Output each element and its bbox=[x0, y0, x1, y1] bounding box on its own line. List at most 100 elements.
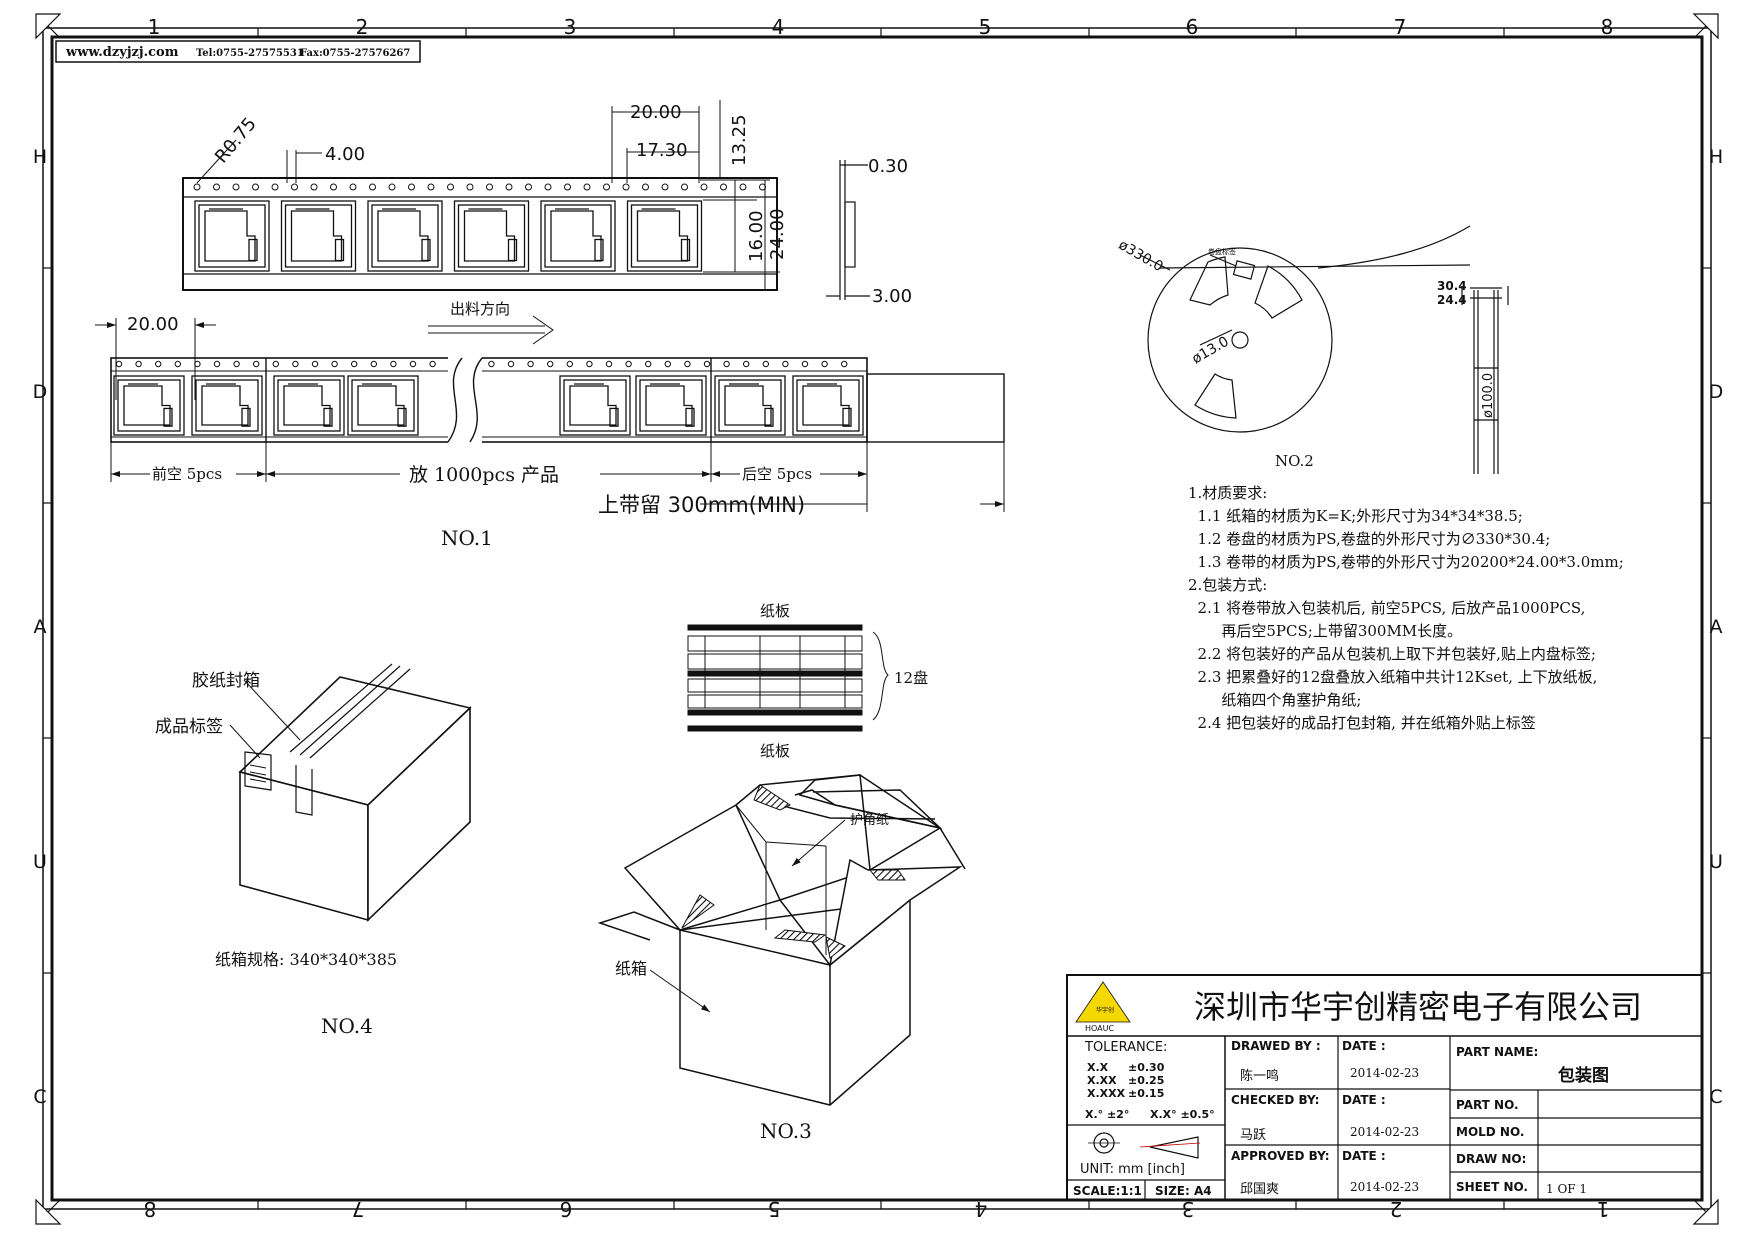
dim-4: 4.00 bbox=[325, 144, 365, 165]
company-logo: 华宇创 HOAUC bbox=[1075, 981, 1131, 1033]
part-name-value: 包装图 bbox=[1558, 1066, 1609, 1086]
col-label: 5 bbox=[979, 15, 992, 39]
note-line: 2.3 把累叠好的12盘叠放入纸箱中共计12Kset, 上下放纸板, bbox=[1188, 668, 1598, 686]
note-line: 1.1 纸箱的材质为K=K;外形尺寸为34*34*38.5; bbox=[1188, 507, 1523, 525]
no1-label: NO.1 bbox=[441, 526, 493, 550]
logo-text: 华宇创 bbox=[1096, 1006, 1114, 1014]
dim-20b: 20.00 bbox=[127, 314, 179, 335]
date-label-2: DATE : bbox=[1342, 1093, 1386, 1107]
col-label: 7 bbox=[352, 1197, 365, 1221]
dim-20a: 20.00 bbox=[630, 102, 682, 123]
reel-w244: 24.4 bbox=[1437, 293, 1467, 307]
dim-16: 16.00 bbox=[746, 210, 767, 262]
direction-label: 出料方向 bbox=[450, 300, 510, 318]
scale-label: SCALE:1:1 bbox=[1073, 1184, 1142, 1198]
note-line: 1.3 卷带的材质为PS,卷带的外形尺寸为20200*24.00*3.0mm; bbox=[1188, 553, 1624, 571]
sheet-frame bbox=[35, 13, 1719, 1225]
col-label: 7 bbox=[1394, 15, 1407, 39]
carton-label: 纸箱 bbox=[615, 959, 647, 978]
row-label: A bbox=[34, 616, 47, 638]
dimensions-top bbox=[196, 100, 780, 291]
company-name: 深圳市华宇创精密电子有限公司 bbox=[1194, 988, 1642, 1026]
dim-1325: 13.25 bbox=[729, 114, 750, 166]
col-label: 4 bbox=[975, 1197, 988, 1221]
row-label: D bbox=[1709, 381, 1724, 403]
drawed-by-value: 陈一鸣 bbox=[1240, 1069, 1280, 1084]
col-label: 3 bbox=[1182, 1197, 1195, 1221]
tol-xx-value: ±0.25 bbox=[1128, 1074, 1165, 1087]
dim-24: 24.00 bbox=[767, 208, 788, 260]
date-value-3: 2014-02-23 bbox=[1350, 1180, 1420, 1194]
col-label: 4 bbox=[772, 15, 785, 39]
row-label: H bbox=[1709, 146, 1723, 168]
reel-dia100: ø100.0 bbox=[1481, 373, 1496, 418]
unit-label: UNIT: mm [inch] bbox=[1080, 1162, 1185, 1177]
reel-dia13: ø13.0 bbox=[1189, 334, 1231, 368]
tape-seal-label: 胶纸封箱 bbox=[192, 671, 260, 691]
dim-030: 0.30 bbox=[868, 156, 908, 177]
note-line: 2.1 将卷带放入包装机后, 前空5PCS, 后放产品1000PCS, bbox=[1188, 599, 1586, 617]
closed-carton bbox=[229, 663, 472, 922]
col-label: 2 bbox=[1390, 1197, 1403, 1221]
header-tel: Tel:0755-27575531 bbox=[196, 48, 304, 59]
dim-1730: 17.30 bbox=[636, 140, 688, 161]
col-label: 8 bbox=[144, 1197, 157, 1221]
tol-angle-2: X.X° ±0.5° bbox=[1150, 1108, 1215, 1121]
note-line: 2.包装方式: bbox=[1188, 576, 1268, 594]
tolerance-title: TOLERANCE: bbox=[1085, 1040, 1168, 1055]
logo-subtext: HOAUC bbox=[1085, 1024, 1115, 1033]
date-label-3: DATE : bbox=[1342, 1149, 1386, 1163]
tape-top-view bbox=[182, 177, 778, 291]
dim-r075: R0.75 bbox=[211, 114, 261, 168]
note-line: 2.4 把包装好的成品打包封箱, 并在纸箱外贴上标签 bbox=[1188, 714, 1536, 732]
reel-w304: 30.4 bbox=[1437, 279, 1467, 293]
part-no-label: PART NO. bbox=[1456, 1098, 1519, 1112]
note-line: 纸箱四个角塞护角纸; bbox=[1188, 691, 1362, 709]
rear-empty-label: 后空 5pcs bbox=[742, 465, 812, 483]
col-label: 3 bbox=[564, 15, 577, 39]
row-label: U bbox=[1709, 851, 1723, 873]
dimensions-long bbox=[95, 318, 1005, 512]
no3-label: NO.3 bbox=[760, 1119, 812, 1143]
header-website: www.dzyjzj.com bbox=[65, 45, 179, 60]
drawed-by-label: DRAWED BY : bbox=[1231, 1039, 1321, 1053]
col-label: 1 bbox=[148, 15, 161, 39]
tol-angle-1: X.° ±2° bbox=[1085, 1108, 1130, 1121]
tape-side-view bbox=[826, 160, 870, 300]
date-value-2: 2014-02-23 bbox=[1350, 1125, 1420, 1139]
col-label: 5 bbox=[768, 1197, 781, 1221]
col-label: 6 bbox=[560, 1197, 573, 1221]
dim-300: 3.00 bbox=[872, 286, 912, 307]
sheet-no-label: SHEET NO. bbox=[1456, 1180, 1528, 1194]
direction-arrow bbox=[428, 315, 554, 345]
approved-by-value: 邱国爽 bbox=[1240, 1182, 1280, 1197]
header-fax: Fax:0755-27576267 bbox=[300, 48, 410, 59]
note-line: 2.2 将包装好的产品从包装机上取下并包装好,贴上内盘标签; bbox=[1188, 645, 1596, 663]
packaging-notes: 1.材质要求: 1.1 纸箱的材质为K=K;外形尺寸为34*34*38.5; 1… bbox=[1188, 482, 1624, 735]
product-label: 放 1000pcs 产品 bbox=[409, 464, 559, 486]
col-label: 2 bbox=[356, 15, 369, 39]
row-label: A bbox=[1710, 616, 1723, 638]
date-value-1: 2014-02-23 bbox=[1350, 1066, 1420, 1080]
draw-no-label: DRAW NO: bbox=[1456, 1152, 1527, 1166]
approved-by-label: APPROVED BY: bbox=[1231, 1149, 1330, 1163]
row-label: U bbox=[33, 851, 47, 873]
mold-no-label: MOLD NO. bbox=[1456, 1125, 1525, 1139]
leader-label: 上带留 300mm(MIN) bbox=[598, 493, 805, 517]
no2-label: NO.2 bbox=[1275, 452, 1314, 470]
reel-stack bbox=[687, 624, 889, 732]
row-label: C bbox=[33, 1086, 46, 1108]
open-carton bbox=[597, 774, 966, 1106]
col-label: 8 bbox=[1601, 15, 1614, 39]
corner-protectors bbox=[681, 784, 906, 959]
stack-top-label: 纸板 bbox=[760, 602, 790, 620]
row-label: C bbox=[1709, 1086, 1722, 1108]
reel-label-tag: 卷盘标签 bbox=[1208, 247, 1236, 256]
tol-xxx: X.XXX bbox=[1087, 1087, 1126, 1100]
row-label: D bbox=[33, 381, 48, 403]
carton-spec: 纸箱规格: 340*340*385 bbox=[215, 950, 397, 969]
tol-xxx-value: ±0.15 bbox=[1128, 1087, 1165, 1100]
checked-by-value: 马跃 bbox=[1240, 1128, 1267, 1143]
row-label: H bbox=[33, 146, 47, 168]
